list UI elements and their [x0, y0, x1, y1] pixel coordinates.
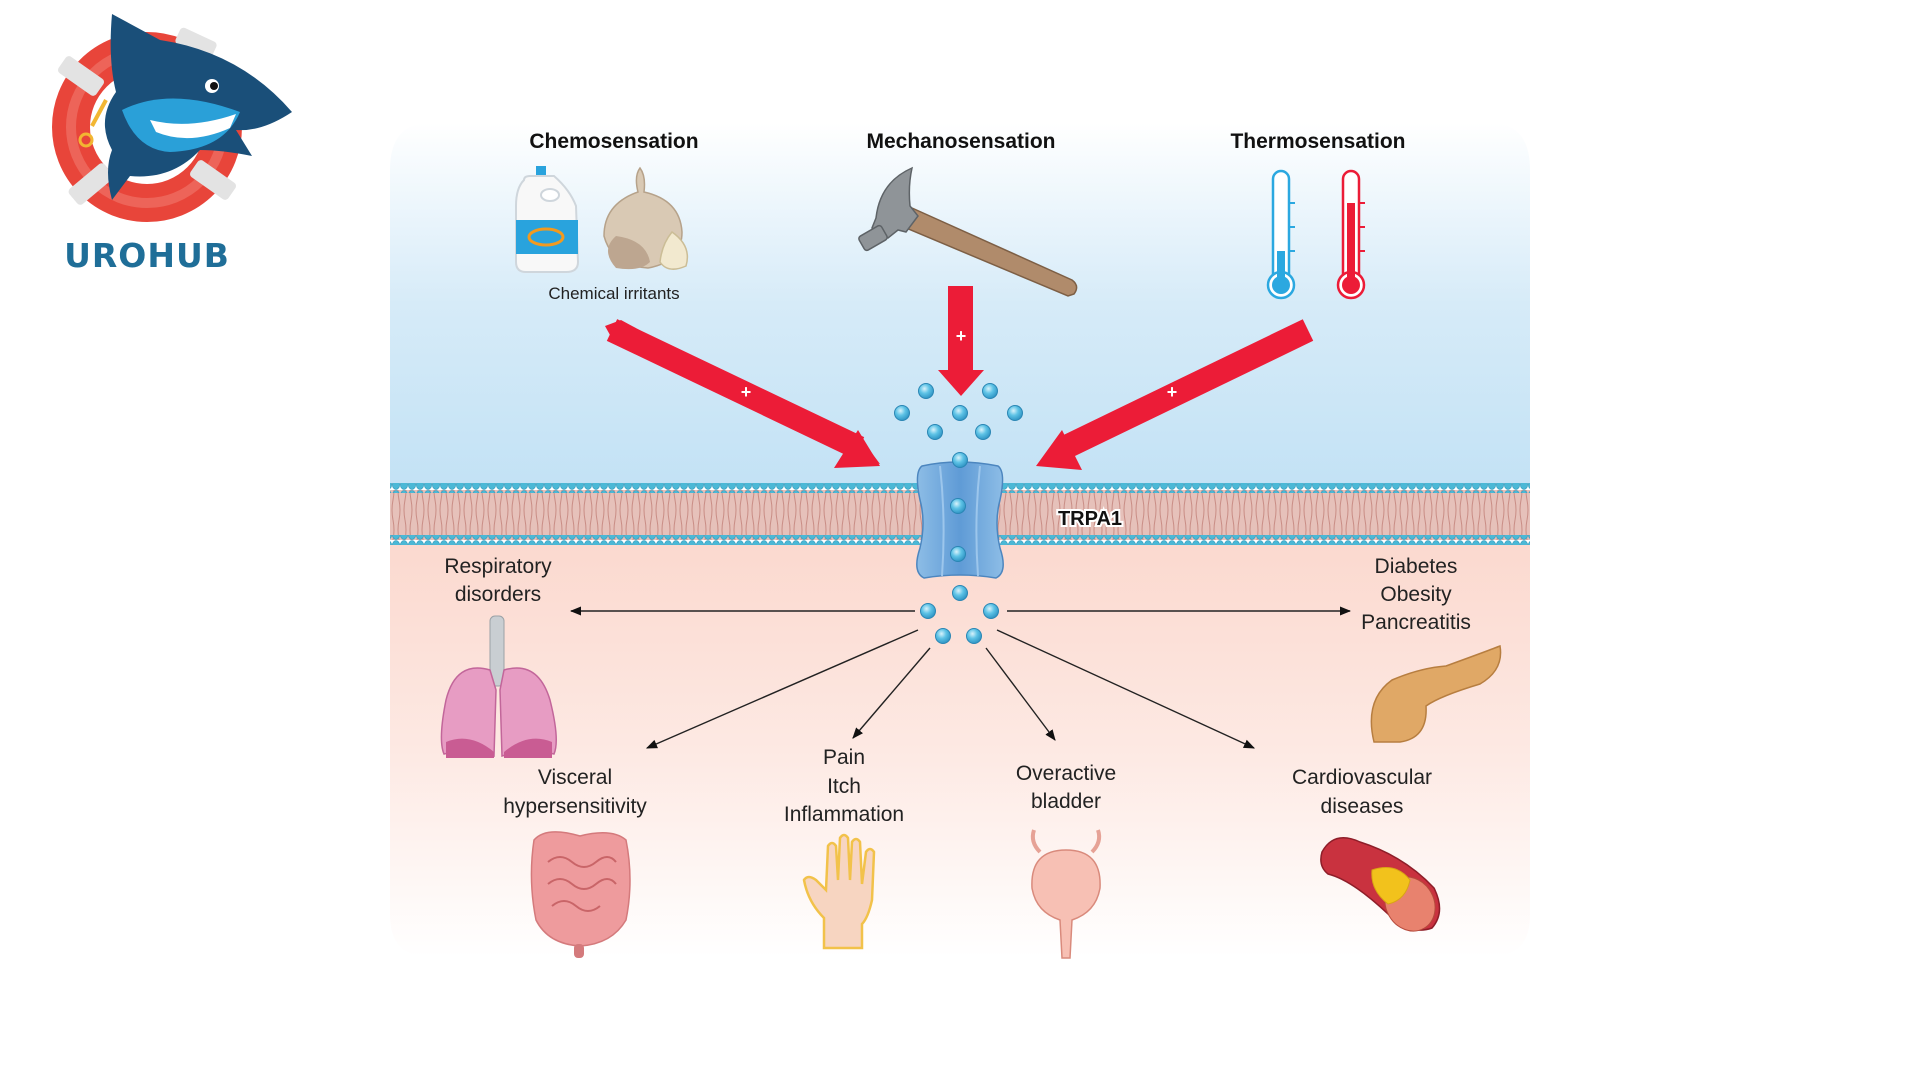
ion-icon: [952, 585, 968, 601]
outcome-label: diseases: [1321, 795, 1404, 818]
ion-icon: [935, 628, 951, 644]
plus-sign: +: [956, 326, 967, 346]
garlic-icon: [603, 166, 689, 270]
outcome-label: Overactive: [1016, 762, 1116, 785]
ion-icon: [894, 405, 910, 421]
ion-icon: [966, 628, 982, 644]
shark-mascot-icon: [78, 14, 292, 200]
outcome-label: bladder: [1031, 790, 1101, 813]
activation-arrow-chemo: [605, 319, 880, 468]
stimulus-title-mechano: Mechanosensation: [866, 130, 1055, 153]
chemical-irritants-caption: Chemical irritants: [548, 284, 679, 303]
outcome-visceral: Visceral hypersensitivity: [503, 766, 647, 818]
outcome-label: Itch: [827, 775, 861, 798]
bleach-bottle-icon: [515, 166, 580, 273]
pancreas-icon: [1370, 644, 1502, 743]
hammer-icon: [858, 166, 1078, 297]
activation-arrow-mechano: [938, 286, 984, 396]
outcome-cardio: Cardiovascular diseases: [1292, 766, 1432, 818]
outcome-label: disorders: [455, 583, 541, 606]
hand-icon: [802, 833, 876, 950]
trpa1-label: TRPA1: [1058, 508, 1122, 530]
urohub-logo: UROHUB: [52, 14, 292, 275]
outcome-arrow-bladder: [985, 647, 1056, 741]
lungs-icon: [440, 615, 557, 758]
stimulus-title-thermo: Thermosensation: [1230, 130, 1405, 153]
ion-icon: [952, 405, 968, 421]
outcome-pain: Pain Itch Inflammation: [784, 746, 904, 826]
outcome-label: Obesity: [1380, 583, 1452, 606]
activation-arrow-thermo: [1036, 319, 1314, 470]
hot-thermometer-icon: [1336, 169, 1366, 300]
intestine-icon: [530, 831, 631, 958]
brand-name: UROHUB: [64, 236, 230, 275]
cold-thermometer-icon: [1266, 169, 1296, 300]
plus-sign: +: [1167, 382, 1178, 402]
outcome-arrow-cardio: [996, 629, 1256, 749]
outcome-label: Respiratory: [444, 555, 552, 578]
trpa1-channel-icon: [916, 461, 1004, 579]
ion-icon: [918, 383, 934, 399]
ion-icon: [982, 383, 998, 399]
ion-icon: [950, 498, 966, 514]
ion-icon: [1007, 405, 1023, 421]
artery-plaque-icon: [1320, 837, 1441, 932]
outcome-label: hypersensitivity: [503, 795, 647, 818]
ion-icon: [975, 424, 991, 440]
stimulus-title-chemo: Chemosensation: [529, 130, 698, 153]
outcome-label: Visceral: [538, 766, 612, 789]
outcome-metabolic: Diabetes Obesity Pancreatitis: [1361, 555, 1471, 634]
ion-group: [894, 383, 1023, 644]
outcome-bladder: Overactive bladder: [1016, 762, 1116, 813]
ion-icon: [920, 603, 936, 619]
outcome-respiratory: Respiratory disorders: [444, 555, 552, 606]
outcome-label: Pain: [823, 746, 865, 769]
ion-icon: [950, 546, 966, 562]
plus-sign: +: [741, 382, 752, 402]
outcome-label: Cardiovascular: [1292, 766, 1432, 789]
outcome-arrow-pain: [852, 647, 931, 739]
outcome-label: Inflammation: [784, 803, 904, 826]
outcome-arrows: [569, 606, 1352, 749]
ion-icon: [983, 603, 999, 619]
outcome-label: Pancreatitis: [1361, 611, 1471, 634]
ion-icon: [952, 452, 968, 468]
outcome-arrow-visceral: [645, 629, 919, 749]
ion-icon: [927, 424, 943, 440]
bladder-icon: [1030, 829, 1102, 959]
outcome-label: Diabetes: [1375, 555, 1458, 578]
